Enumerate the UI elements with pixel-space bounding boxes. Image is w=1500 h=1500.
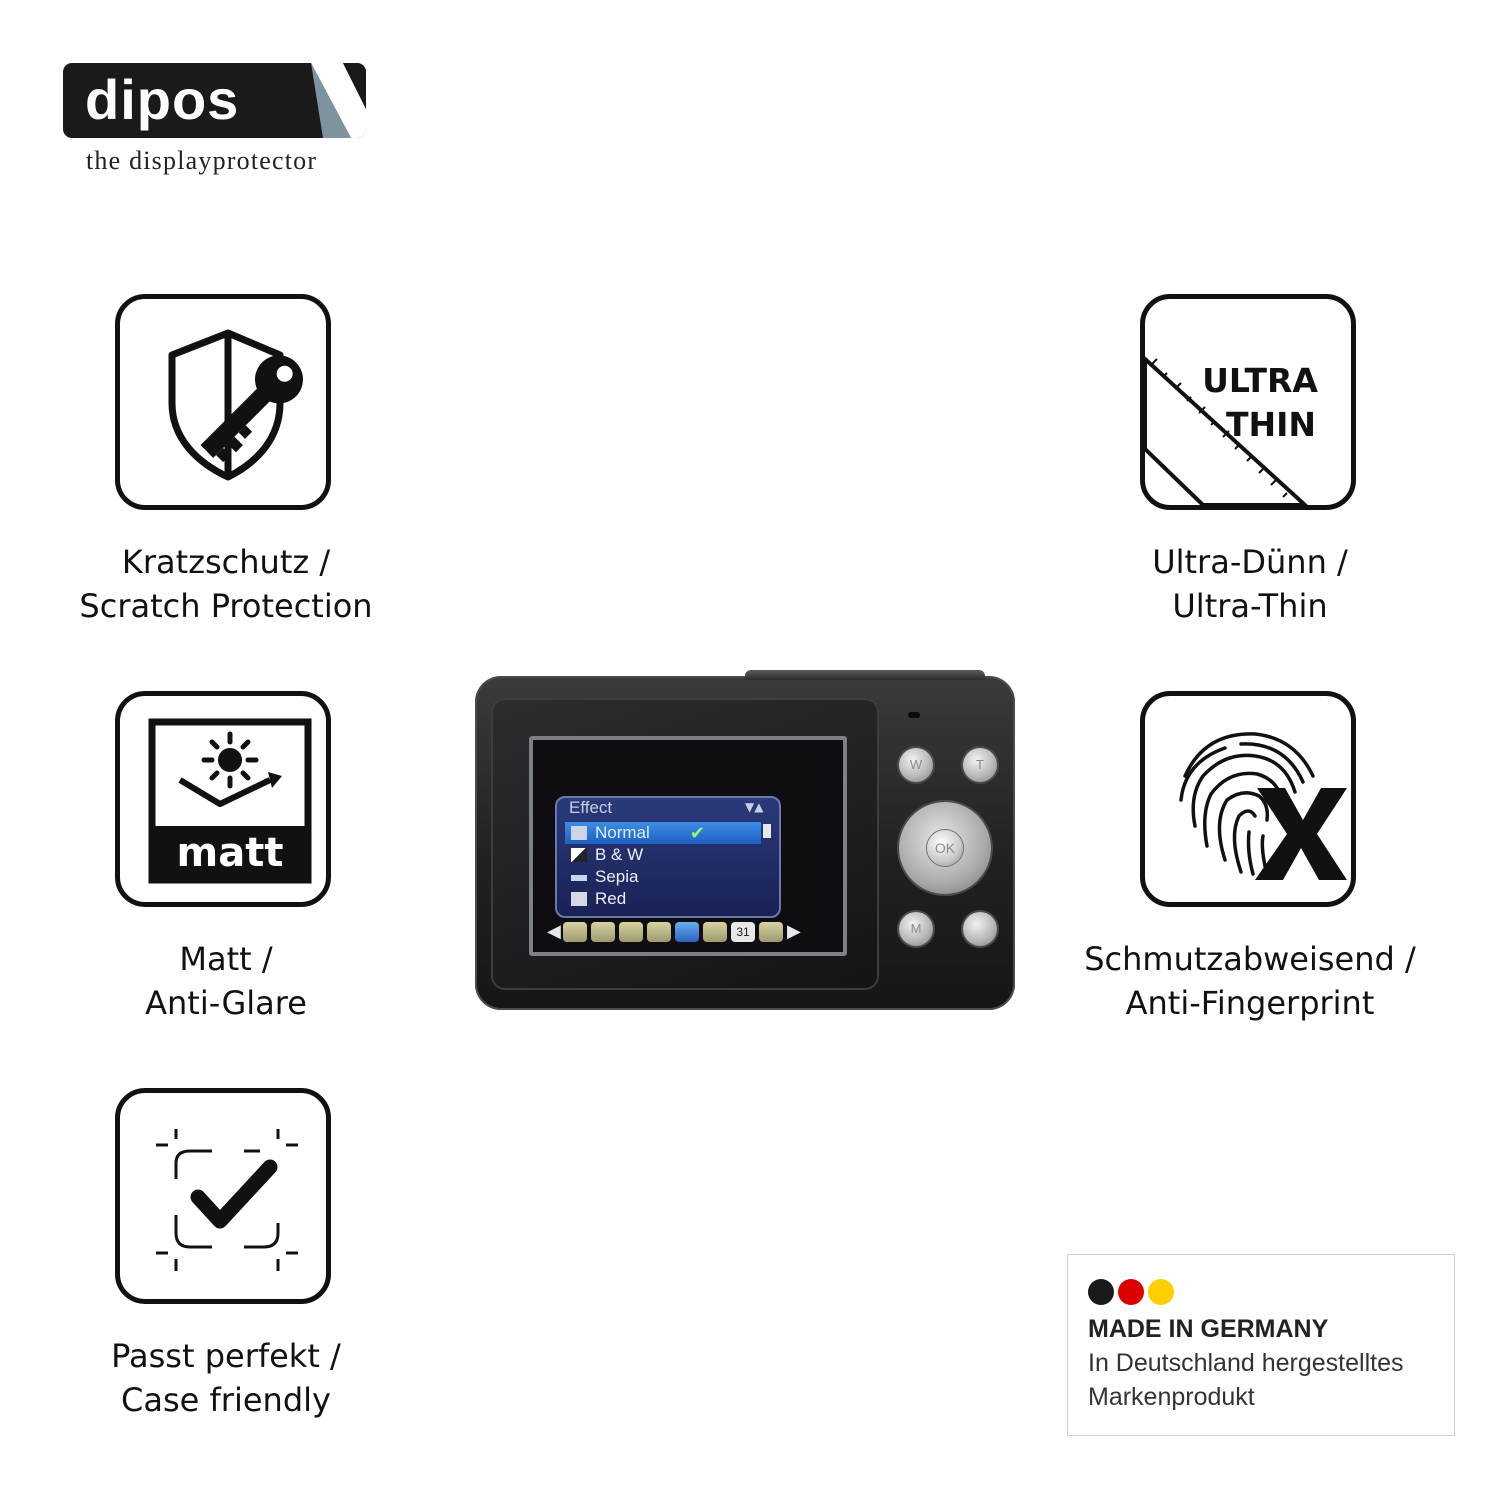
ultra-thin-label-2: THIN <box>1225 405 1317 444</box>
camera-ok-button: OK <box>927 830 963 866</box>
effect-bw-icon <box>571 848 587 862</box>
camera-top-ridge <box>745 670 985 680</box>
bar-left-arrow-icon: ◀ <box>547 921 561 942</box>
camera-effect-menu: Effect ▼▲ Normal ✔ B & W Sepia <box>555 796 781 918</box>
fingerprint-x-icon <box>1179 732 1347 880</box>
ultra-thin-ruler-icon <box>1145 356 1308 505</box>
camera-screen: Effect ▼▲ Normal ✔ B & W Sepia <box>533 740 843 952</box>
effect-normal-icon <box>571 826 587 840</box>
logo-tagline: the displayprotector <box>86 146 318 175</box>
feature-tile-fingerprint <box>1140 691 1356 907</box>
mode-icon-date: 31 <box>731 922 755 942</box>
camera-mode-bar: ◀ 31 ▶ <box>547 920 807 944</box>
flag-dot-red <box>1118 1279 1144 1305</box>
made-in-germany-badge: MADE IN GERMANY In Deutschland hergestel… <box>1067 1254 1455 1436</box>
matt-sun-icon <box>148 718 312 884</box>
camera-button-m: M <box>899 912 933 946</box>
bar-right-arrow-icon: ▶ <box>787 921 801 942</box>
flag-dot-black <box>1088 1279 1114 1305</box>
menu-scrollbar <box>763 824 771 838</box>
shield-key-icon <box>168 329 303 481</box>
menu-arrows-icon: ▼▲ <box>745 800 764 814</box>
mode-icon <box>619 922 643 942</box>
mode-icon <box>563 922 587 942</box>
feature-caption-fingerprint: Schmutzabweisend / Anti-Fingerprint <box>1084 940 1416 1022</box>
camera-button-t: T <box>963 748 997 782</box>
camera-button-menu <box>963 912 997 946</box>
menu-item-sepia: Sepia <box>565 866 761 888</box>
feature-caption-fit: Passt perfekt / Case friendly <box>111 1337 341 1419</box>
camera-speaker <box>908 712 920 718</box>
camera-screen-frame: Effect ▼▲ Normal ✔ B & W Sepia <box>529 736 847 956</box>
feature-tile-thin: ULTRA THIN <box>1140 294 1356 510</box>
badge-line-2: Markenprodukt <box>1088 1383 1255 1411</box>
brand-logo: dipos <box>63 63 366 138</box>
menu-item-red: Red <box>565 888 761 910</box>
camera-button-w: W <box>899 748 933 782</box>
mode-icon <box>591 922 615 942</box>
feature-caption-scratch: Kratzschutz / Scratch Protection <box>79 543 373 625</box>
mode-icon-active <box>675 922 699 942</box>
menu-item-bw: B & W <box>565 844 761 866</box>
badge-title: MADE IN GERMANY <box>1088 1315 1329 1343</box>
menu-item-normal: Normal ✔ <box>565 822 761 844</box>
logo-wordmark: dipos <box>85 68 240 131</box>
effect-red-icon <box>571 892 587 906</box>
camera-product-image: Effect ▼▲ Normal ✔ B & W Sepia <box>475 670 1015 1010</box>
feature-tile-matt: matt <box>115 691 331 907</box>
mode-icon <box>703 922 727 942</box>
ultra-thin-label-1: ULTRA <box>1202 361 1318 400</box>
matt-icon-label: matt <box>176 830 284 876</box>
feature-tile-scratch <box>115 294 331 510</box>
flag-dot-gold <box>1148 1279 1174 1305</box>
check-icon: ✔ <box>689 823 705 843</box>
mode-icon <box>647 922 671 942</box>
feature-caption-matt: Matt / Anti-Glare <box>145 940 307 1022</box>
feature-caption-thin: Ultra-Dünn / Ultra-Thin <box>1152 543 1348 625</box>
feature-tile-fit <box>115 1088 331 1304</box>
case-check-icon <box>156 1129 298 1271</box>
menu-title: Effect <box>569 798 613 817</box>
badge-line-1: In Deutschland hergestelltes <box>1088 1349 1404 1377</box>
camera-screen-bezel: Effect ▼▲ Normal ✔ B & W Sepia <box>491 698 879 990</box>
mode-icon <box>759 922 783 942</box>
camera-dpad: OK <box>899 802 991 894</box>
effect-sepia-icon <box>571 875 587 881</box>
logo-page-curl-icon <box>311 63 366 138</box>
